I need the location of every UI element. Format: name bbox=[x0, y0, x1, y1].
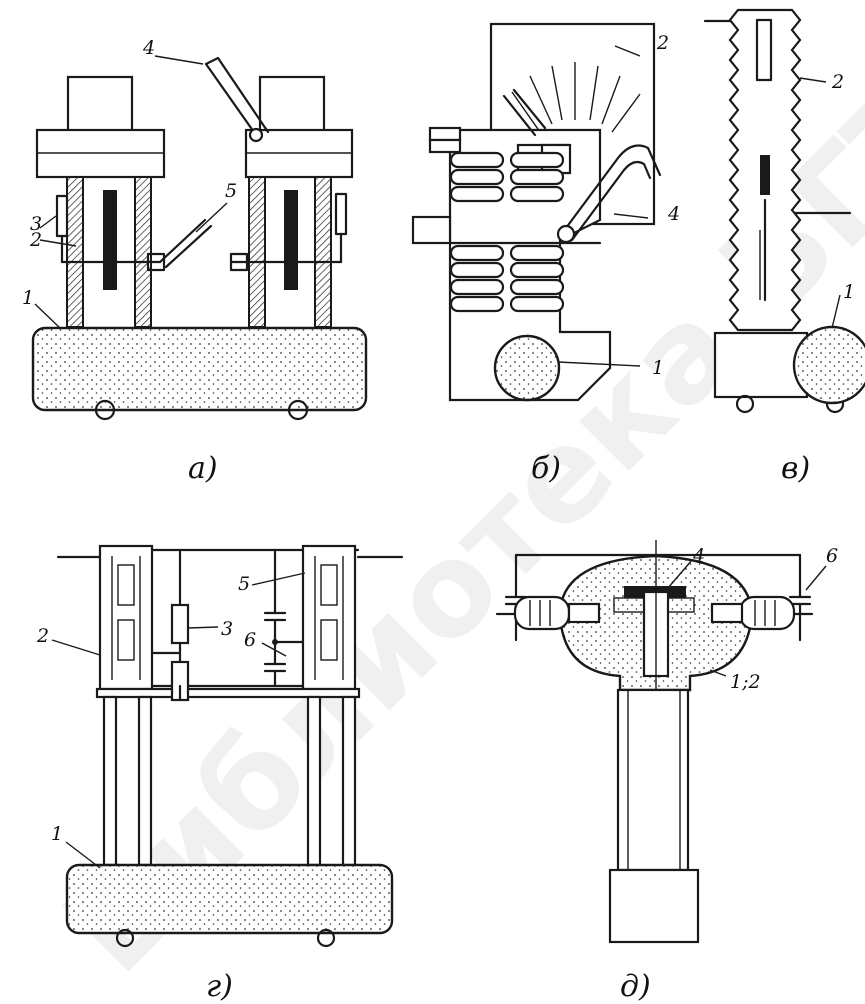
panel-b: 2 4 1 б) bbox=[411, 22, 680, 486]
callout-g-2: 2 bbox=[36, 625, 49, 647]
callouts-a bbox=[34, 55, 228, 329]
caption-d: д) bbox=[620, 969, 651, 1004]
base-v bbox=[713, 331, 809, 399]
callout-g-1: 1 bbox=[51, 823, 63, 845]
callout-a-2: 2 bbox=[29, 229, 42, 251]
callout-a-5: 5 bbox=[225, 180, 237, 202]
capacitors-g bbox=[263, 548, 305, 688]
caption-b: б) bbox=[531, 451, 561, 486]
caption-a: а) bbox=[188, 451, 218, 486]
callout-g-6: 6 bbox=[244, 629, 256, 651]
interrupter-left-g bbox=[98, 544, 154, 691]
callout-b-2: 2 bbox=[656, 32, 669, 54]
tank-drawing-v bbox=[792, 325, 865, 405]
bushing-right-d bbox=[710, 595, 796, 631]
caption-g: г) bbox=[206, 969, 233, 1004]
capacitor-right-d bbox=[788, 553, 812, 642]
callout-g-3: 3 bbox=[221, 618, 233, 640]
callout-d-4: 4 bbox=[692, 545, 705, 567]
interrupter-right-g bbox=[301, 544, 357, 691]
contact-arm-b bbox=[502, 88, 662, 244]
callout-a-4: 4 bbox=[142, 37, 155, 59]
panel-a: 4 5 3 2 1 а) bbox=[22, 37, 368, 486]
callout-d-6: 6 bbox=[826, 545, 838, 567]
panel-d: 4 6 1;2 д) bbox=[495, 540, 838, 1004]
column-d bbox=[616, 688, 690, 872]
insulator-stack-b bbox=[449, 151, 602, 313]
callout-a-1: 1 bbox=[22, 287, 34, 309]
callout-g-5: 5 bbox=[238, 573, 250, 595]
panel-g: 5 3 6 2 1 г) bbox=[36, 544, 404, 1004]
callout-v-1: 1 bbox=[843, 281, 855, 303]
pole-left-a bbox=[35, 75, 213, 328]
callout-v-2: 2 bbox=[831, 71, 844, 93]
callout-a-3: 3 bbox=[30, 213, 42, 235]
pole-right-a bbox=[204, 56, 354, 328]
callout-d-1-2: 1;2 bbox=[730, 671, 761, 693]
callouts-b bbox=[557, 45, 649, 367]
callouts-g bbox=[51, 572, 306, 869]
tank-drawing-a bbox=[31, 326, 368, 421]
panel-v: 2 1 в) bbox=[703, 8, 865, 486]
callout-b-1: 1 bbox=[652, 357, 664, 379]
resistors-g bbox=[150, 548, 190, 702]
callout-b-4: 4 bbox=[667, 203, 680, 225]
tank-drawing-g bbox=[65, 863, 394, 935]
tank-drawing-b bbox=[493, 334, 561, 402]
bushing-left-d bbox=[513, 595, 601, 631]
caption-v: в) bbox=[781, 451, 810, 486]
callouts-d bbox=[667, 559, 827, 677]
